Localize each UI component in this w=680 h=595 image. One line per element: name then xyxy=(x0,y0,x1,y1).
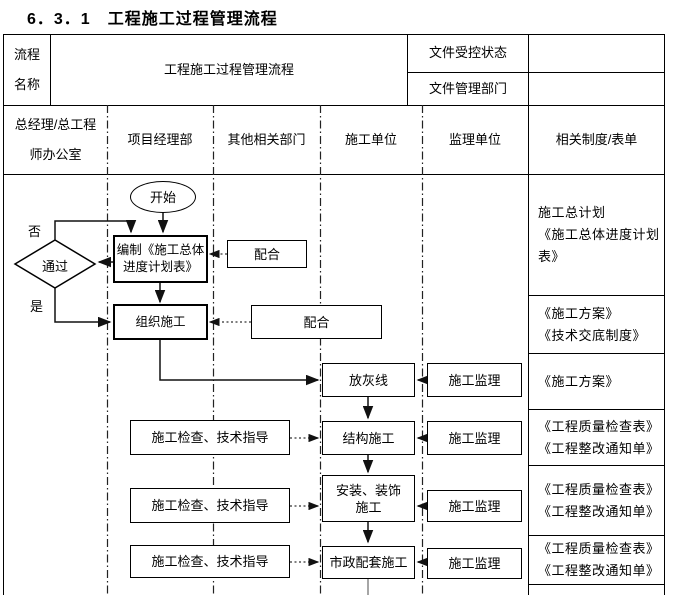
doc-cell-master-plan: 施工总计划 《施工总体进度计划表》 xyxy=(538,205,660,264)
table-divider-docs-col xyxy=(528,34,529,595)
doc-cell-divider-6 xyxy=(528,584,665,585)
structure-construction-box: 结构施工 xyxy=(322,421,415,455)
decision-label: 通过 xyxy=(41,259,68,274)
doc-cell-divider-5 xyxy=(528,535,665,536)
arrow-organize-to-layline xyxy=(159,340,320,386)
dotted-arrows xyxy=(208,249,320,567)
column-header-supervision-unit: 监理单位 xyxy=(448,131,501,147)
arrow-no-loop xyxy=(54,220,137,240)
decision-no-label: 否 xyxy=(28,224,42,239)
column-header-related-docs: 相关制度/表单 xyxy=(555,131,638,147)
controlled-status-label: 文件受控状态 xyxy=(428,45,507,60)
table-divider-center xyxy=(407,34,408,105)
process-name-label: 流程 名称 xyxy=(13,46,40,92)
decision-yes-label: 是 xyxy=(30,299,44,314)
table-divider-header xyxy=(3,174,665,175)
inspection-box-2: 施工检查、技术指导 xyxy=(130,488,290,523)
swimlane-dividers xyxy=(106,105,424,595)
cooperate-box-2: 配合 xyxy=(251,305,382,339)
inspection-box-1: 施工检查、技术指导 xyxy=(130,420,290,455)
table-border-left xyxy=(3,34,4,595)
lay-ash-line-box: 放灰线 xyxy=(322,363,415,397)
supervision-box-2: 施工监理 xyxy=(427,421,522,455)
organize-construction-box: 组织施工 xyxy=(113,304,208,340)
inspection-box-3: 施工检查、技术指导 xyxy=(130,545,290,578)
supervision-box-1: 施工监理 xyxy=(427,363,522,397)
column-header-other-depts: 其他相关部门 xyxy=(227,131,306,147)
column-header-construction-unit: 施工单位 xyxy=(344,131,397,147)
column-header-project-dept: 项目经理部 xyxy=(127,131,193,147)
doc-cell-divider-4 xyxy=(528,465,665,466)
column-header-gm-office: 总经理/总工程 师办公室 xyxy=(14,116,97,162)
supervision-box-4: 施工监理 xyxy=(427,548,522,579)
doc-cell-divider-2 xyxy=(528,353,665,354)
flow-arrows xyxy=(54,213,430,568)
doc-cell-quality-3: 《工程质量检查表》 《工程整改通知单》 xyxy=(538,541,660,578)
table-border-right xyxy=(664,34,665,595)
process-name-value: 工程施工过程管理流程 xyxy=(163,61,294,77)
management-dept-label: 文件管理部门 xyxy=(428,81,507,96)
install-decorate-box: 安装、装饰 施工 xyxy=(322,475,415,522)
table-divider-name xyxy=(50,34,51,105)
municipal-support-box: 市政配套施工 xyxy=(322,546,415,579)
prepare-plan-box: 编制《施工总体 进度计划表》 xyxy=(113,235,208,283)
supervision-box-3: 施工监理 xyxy=(427,490,522,522)
table-divider-row1 xyxy=(3,105,665,106)
start-node: 开始 xyxy=(130,181,196,213)
arrow-yes-to-organize xyxy=(54,288,112,328)
table-border-top xyxy=(3,34,665,35)
cooperate-box-1: 配合 xyxy=(227,240,307,268)
page-title: 6．3．1 工程施工过程管理流程 xyxy=(27,11,278,28)
doc-cell-quality-1: 《工程质量检查表》 《工程整改通知单》 xyxy=(538,418,660,456)
doc-cell-scheme: 《施工方案》 xyxy=(538,373,620,389)
doc-cell-scheme-disclosure: 《施工方案》 《技术交底制度》 xyxy=(538,305,647,343)
doc-cell-divider-1 xyxy=(528,295,665,296)
table-divider-status xyxy=(407,72,665,73)
decision-diamond xyxy=(13,239,97,289)
doc-cell-divider-3 xyxy=(528,409,665,410)
doc-cell-quality-2: 《工程质量检查表》 《工程整改通知单》 xyxy=(538,481,660,519)
